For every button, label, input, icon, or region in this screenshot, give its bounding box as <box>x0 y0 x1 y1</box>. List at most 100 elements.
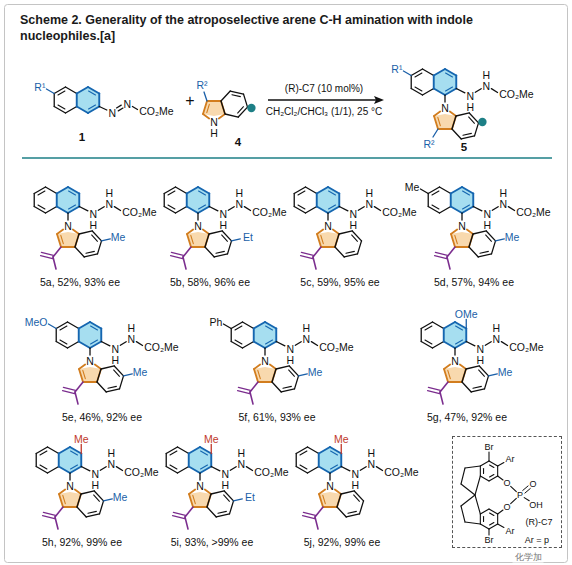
atom-label: N <box>476 343 484 354</box>
ring-bond <box>177 467 188 474</box>
double-bond <box>63 391 75 394</box>
bond-line <box>452 116 456 129</box>
ring-bond <box>305 207 316 214</box>
ring-bond <box>337 507 346 517</box>
atom-label: Me <box>133 367 148 378</box>
aromatic-bond <box>238 107 244 113</box>
ring-bond <box>451 187 462 194</box>
aromatic-bond <box>298 205 305 209</box>
atom-label: CO₂Me <box>122 206 156 217</box>
ring-bond <box>166 447 177 454</box>
ring-bond <box>352 231 361 241</box>
ring-bond <box>120 376 124 389</box>
bond-line <box>276 342 285 346</box>
ring-bond <box>98 94 100 107</box>
aromatic-bond <box>490 513 494 516</box>
bond-line <box>511 498 517 503</box>
aromatic-bond <box>425 326 432 330</box>
bond-line <box>460 365 466 369</box>
atom-label: N <box>108 107 116 118</box>
atom-label: N <box>237 458 245 469</box>
bond-line <box>77 494 81 507</box>
bond-line <box>461 468 465 484</box>
isopropenyl-bond <box>75 392 78 404</box>
aromatic-bond <box>329 191 336 195</box>
bond-line <box>209 207 218 211</box>
bond-line <box>448 381 462 383</box>
ring-bond <box>79 342 90 349</box>
ring-fill <box>59 447 82 473</box>
ring-bond <box>58 454 59 467</box>
ring-bond <box>434 89 445 96</box>
aromatic-bond <box>60 326 67 330</box>
double-bond <box>43 512 55 515</box>
ring-bond <box>97 369 101 382</box>
bond-line <box>203 230 209 234</box>
atom-label: H <box>466 101 474 112</box>
bond-line <box>221 101 225 114</box>
aromatic-bond <box>456 340 463 344</box>
atom-label: N <box>499 198 507 209</box>
bond-line <box>79 365 85 369</box>
atom-label: N <box>458 221 466 232</box>
ring-bond <box>68 187 79 194</box>
ring-bond <box>231 342 242 349</box>
bond-line <box>79 207 88 211</box>
ring-bond <box>428 187 439 194</box>
aromatic-bond <box>71 465 78 469</box>
atom-label: N <box>64 221 72 232</box>
ring-bond <box>338 194 340 207</box>
ring-bond <box>275 329 277 342</box>
aromatic-bond <box>232 95 240 97</box>
ring-bond <box>242 322 253 329</box>
isopropenyl-bond <box>447 257 450 269</box>
bond-line <box>207 494 211 507</box>
ring-bond <box>205 234 209 247</box>
aromatic-bond <box>463 133 471 135</box>
ring-bond <box>221 101 225 114</box>
aromatic-bond <box>480 251 488 253</box>
atom-label: N <box>91 468 99 479</box>
ring-bond <box>114 366 123 376</box>
bond-line <box>59 490 65 494</box>
ring-fill <box>434 69 457 95</box>
bond-line <box>488 529 489 535</box>
bond-line <box>488 452 489 461</box>
ring-bond <box>88 87 99 94</box>
atom-label: Me <box>111 232 126 243</box>
atom-label: N <box>492 333 500 344</box>
atom-label: N <box>483 208 491 219</box>
bond-line <box>89 348 90 355</box>
ring-bond <box>469 247 478 257</box>
ring-bond <box>422 69 433 76</box>
atom-label: R² <box>423 139 434 150</box>
ring-bond <box>78 194 80 207</box>
atom-label: N <box>219 208 227 219</box>
ring-bond <box>54 94 55 107</box>
double-bond <box>525 489 530 494</box>
pyrrole-fill <box>59 492 81 507</box>
atom-label: H <box>286 354 294 365</box>
ring-bond <box>434 69 445 76</box>
pyrrole-fill <box>187 232 209 247</box>
isopropenyl-bond <box>53 247 61 257</box>
ring-bond <box>421 322 432 329</box>
atom-label: H <box>235 187 243 198</box>
double-bond <box>43 516 55 519</box>
bond-line <box>57 230 63 234</box>
ring-bond <box>253 329 254 342</box>
bond-line <box>100 467 106 471</box>
bond-line <box>360 467 366 471</box>
ring-bond <box>200 467 211 474</box>
ring-bond <box>276 366 289 369</box>
bond-line <box>491 89 497 93</box>
ring-bond <box>65 87 76 94</box>
ring-bond <box>469 234 473 247</box>
bond-line <box>498 524 504 528</box>
ring-bond <box>34 187 45 194</box>
atom-label: H <box>107 447 115 458</box>
ring-bond <box>177 447 188 454</box>
atom-label: CO₂Me <box>516 206 550 217</box>
compound-number: 4 <box>235 137 241 149</box>
